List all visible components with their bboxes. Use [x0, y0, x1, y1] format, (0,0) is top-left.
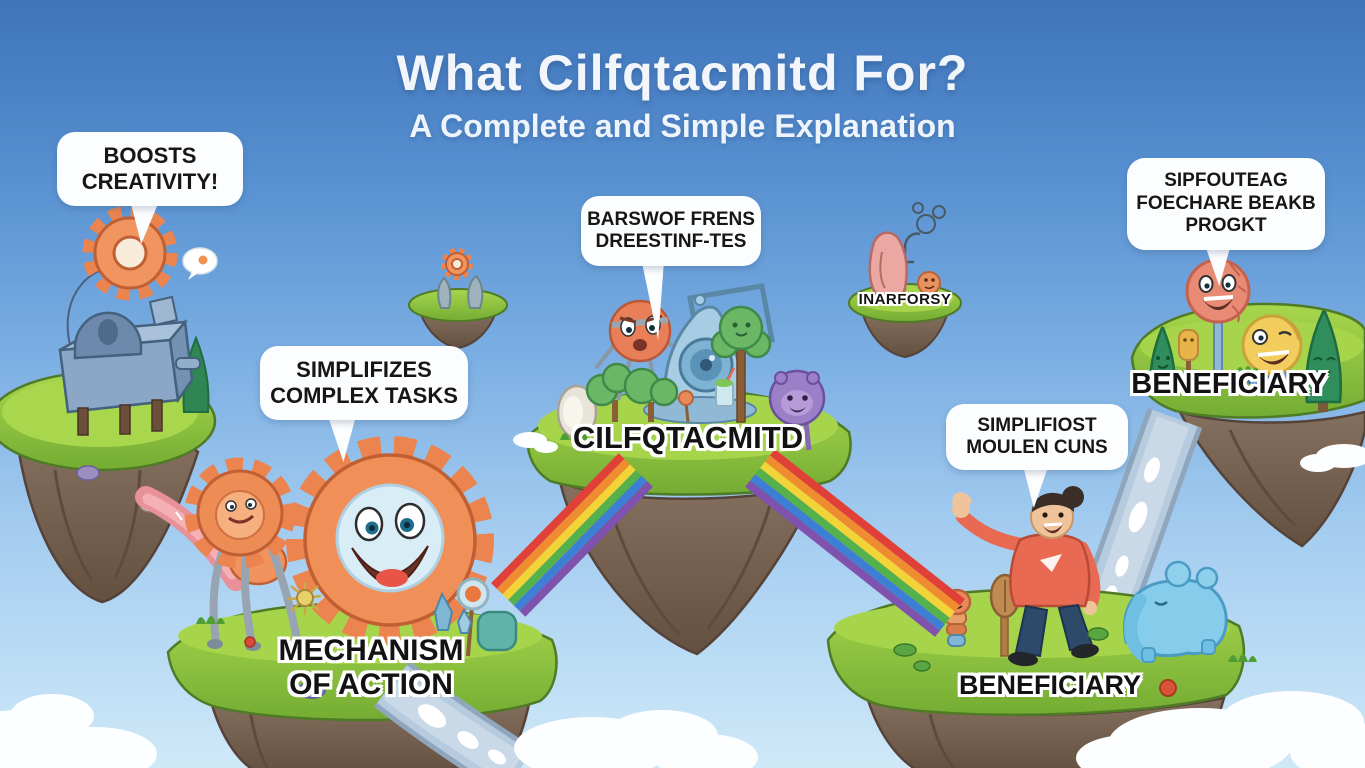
green-rock [1087, 627, 1109, 641]
label-mechanism-line1: MECHANISM [278, 634, 464, 667]
smiling-gear-character [286, 436, 494, 644]
starburst-bug [287, 582, 322, 615]
blob-trees [585, 362, 679, 422]
cloud [1076, 691, 1365, 768]
bubble-text: MOULEN CUNS [966, 437, 1108, 458]
speech-bubble-simplifizes: SIMPLIFIZES COMPLEX TASKS [260, 346, 468, 420]
green-rock [893, 643, 917, 657]
cloud [513, 432, 558, 453]
page-subtitle: A Complete and Simple Explanation [409, 108, 956, 144]
purple-creature [768, 369, 826, 451]
speech-bubble-sipfouteag: SIPFOUTEAG FOECHARE BEAKB PROGKT [1127, 158, 1325, 250]
popsicle-character [1178, 329, 1199, 370]
label-mechanism-line2: OF ACTION [289, 668, 453, 701]
purple-rock [298, 681, 326, 699]
lollipop-character [1185, 258, 1251, 385]
label-center-island: CILFQTACMITD [572, 420, 804, 455]
pink-creature [868, 231, 908, 299]
bubble-text: CREATIVITY! [81, 169, 219, 194]
gear-icon [82, 205, 178, 301]
bubble-text: SIPFOUTEAG [1164, 170, 1288, 192]
river-bottom-left [374, 661, 534, 768]
label-beneficiary-top: BENEFICIARY [1131, 368, 1327, 400]
grass-tuft [560, 432, 589, 440]
factory-machine [58, 260, 201, 436]
grass-tuft [196, 616, 225, 624]
label-small-island: INARFORSY [858, 291, 952, 308]
man-character [952, 486, 1101, 667]
magnifying-glass [456, 577, 490, 657]
title-block: What Cilfqtacmitd For? A Complete and Si… [0, 44, 1365, 145]
bubble-text: SIMPLIFIOST [977, 414, 1097, 436]
island-top-right [1071, 258, 1365, 641]
bubble-text: BOOSTS [103, 143, 197, 169]
stone-tree [467, 274, 484, 309]
walker-gear-creature [184, 457, 306, 651]
bubble-text: COMPLEX TASKS [270, 383, 458, 408]
speech-bubble-boosts-creativity: BOOSTS CREATIVITY! [57, 132, 243, 206]
cloud [1300, 444, 1365, 472]
cloud [514, 710, 758, 768]
label-beneficiary-bottom: BENEFICIARY [958, 670, 1141, 700]
island-small-top-center [408, 248, 508, 350]
cloud [0, 694, 157, 768]
mini-speech-bubble [182, 247, 218, 280]
speech-bubble-simplifiost: SIMPLIFIOST MOULEN CUNS [946, 404, 1128, 470]
red-mushroom [1159, 679, 1177, 697]
flower [244, 636, 256, 648]
pine-tree-face [1149, 326, 1176, 392]
pine-tree-face [1305, 310, 1342, 412]
lollipop-flower [678, 390, 694, 423]
bubble-text: FOECHARE BEAKB [1136, 192, 1316, 214]
grass-tuft [1236, 366, 1259, 372]
orange-ball-creature [917, 271, 941, 295]
tall-tree [710, 305, 772, 423]
island-top-left [0, 205, 218, 604]
rainbow-bridge-right [745, 449, 965, 637]
clouds [0, 432, 1365, 768]
island-inarforsy [848, 202, 962, 359]
egg-rock [556, 384, 598, 440]
bubble-text: SIMPLIFIZES [296, 357, 432, 383]
stone-tree [437, 276, 452, 309]
island-mechanism [166, 436, 558, 768]
island-center [526, 283, 852, 656]
purple-rock [76, 465, 100, 481]
bubble-text: BARSWOF FRENS [587, 208, 755, 230]
gear-icon [441, 248, 473, 280]
bubble-text: DREESTINF-TES [595, 231, 747, 252]
grass-tuft [1228, 654, 1257, 662]
page-title: What Cilfqtacmitd For? [396, 45, 969, 101]
crystal-rocks [433, 591, 518, 652]
speech-bubble-barswof: BARSWOF FRENS DREESTINF-TES [581, 196, 761, 266]
rainbow-bridge-left [491, 453, 653, 617]
drink-glass [715, 367, 736, 407]
yellow-ball-character [1241, 314, 1303, 387]
green-rock [913, 660, 931, 672]
bubble-text: PROGKT [1185, 215, 1267, 237]
elephant-creature [1123, 560, 1228, 663]
wire-sketch [896, 202, 946, 290]
